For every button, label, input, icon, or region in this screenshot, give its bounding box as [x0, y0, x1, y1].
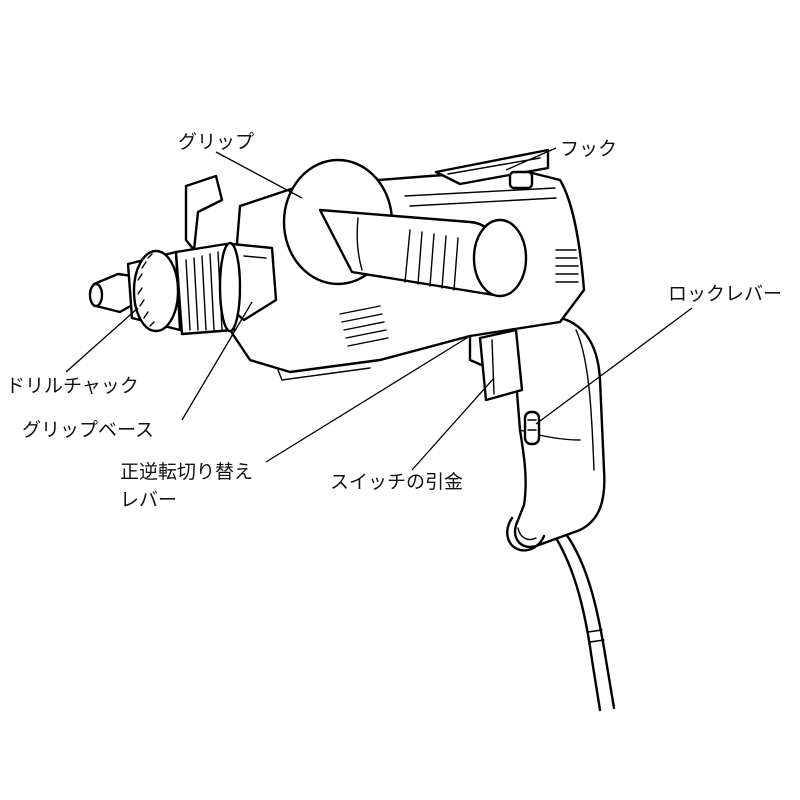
leader-hook: [505, 147, 557, 171]
label-grip-base: グリップベース: [22, 419, 155, 441]
rear-vents: [555, 249, 579, 283]
chuck-collar-ridges: [185, 251, 223, 331]
label-switch-trigger: スイッチの引金: [330, 471, 464, 493]
leader-switch: [411, 377, 495, 471]
label-lock-lever: ロックレバー: [668, 283, 783, 305]
leader-lock-lever: [535, 307, 693, 425]
hook-part: [434, 148, 550, 190]
side-grip-part: [282, 158, 528, 298]
leader-lines: [65, 147, 693, 471]
label-hook: フック: [560, 138, 618, 160]
label-grip: グリップ: [178, 131, 255, 153]
chuck-teeth: [137, 253, 155, 327]
trigger-part: [478, 328, 524, 402]
label-reverse-lever-line2: レバー: [120, 489, 178, 511]
lock-lever-part: [523, 410, 541, 446]
drill-chuck-part: [88, 241, 242, 336]
leader-grip-base: [181, 301, 253, 421]
label-drill-chuck: ドリルチャック: [6, 375, 139, 397]
front-bracket: [184, 174, 224, 252]
label-reverse-lever-line1: 正逆転切り替え: [120, 461, 254, 483]
lower-vents: [339, 305, 389, 347]
leader-drill-chuck: [65, 307, 139, 373]
leader-reverse-lever: [265, 335, 471, 463]
power-cord: [554, 532, 616, 712]
leader-grip: [215, 151, 303, 199]
